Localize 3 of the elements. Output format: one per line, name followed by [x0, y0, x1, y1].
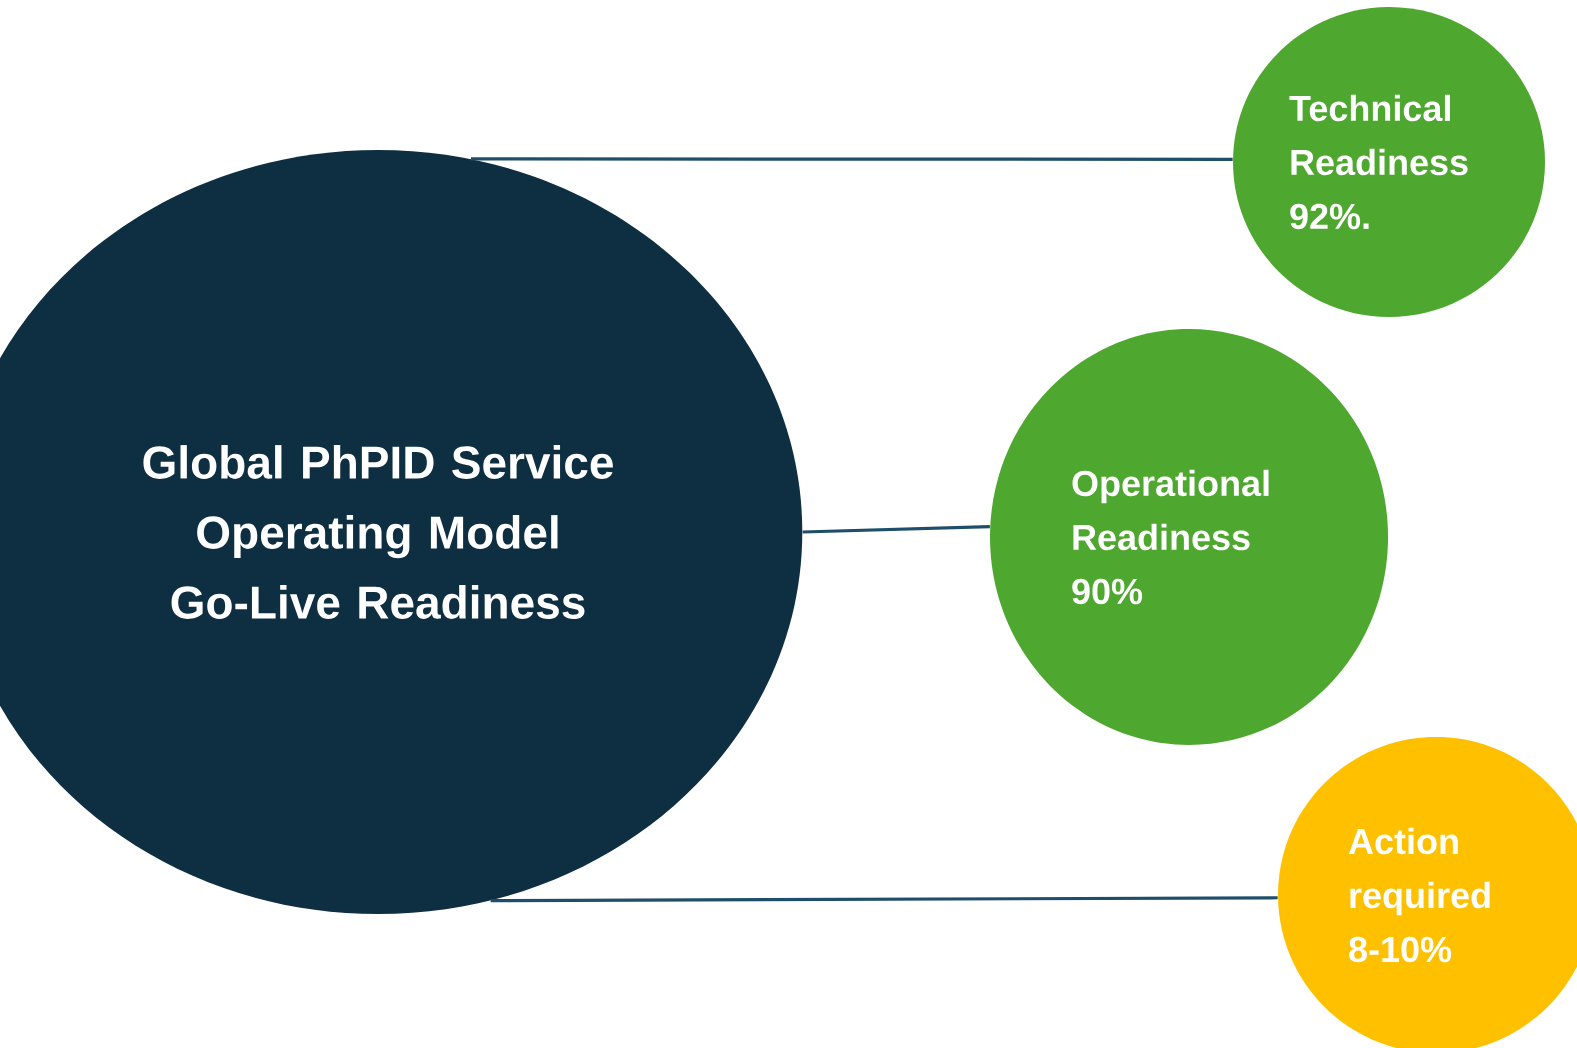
connector-line	[471, 157, 1233, 161]
connector-line	[490, 896, 1278, 903]
connector-line	[802, 524, 990, 534]
